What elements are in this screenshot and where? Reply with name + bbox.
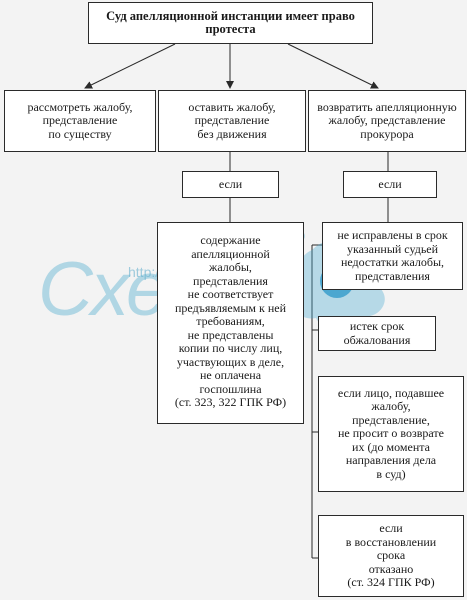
- conditions-left-box: содержание апелляционной жалобы, предста…: [157, 222, 304, 424]
- condition-line: в суд): [376, 466, 406, 481]
- diagram-title-box: Суд апелляционной инстанции имеет право …: [88, 2, 373, 44]
- condition-line: копии по числу лиц,: [178, 341, 283, 355]
- option-line: возвратить апелляционную: [317, 99, 457, 114]
- condition-line: требованиям,: [196, 314, 265, 328]
- if-label: если: [378, 176, 402, 191]
- condition-line: отказано: [368, 561, 414, 576]
- condition-line: их (до момента: [352, 439, 430, 454]
- condition-line: (ст. 324 ГПК РФ): [347, 575, 435, 590]
- condition-line: недостатки жалобы,: [340, 255, 445, 269]
- condition-line: представления: [193, 273, 268, 288]
- option-line: прокурора: [360, 126, 414, 141]
- condition-defects-not-fixed: не исправлены в срок указанный судьей не…: [322, 222, 463, 290]
- condition-line: если лицо, подавшее: [337, 385, 445, 400]
- if-box-right: если: [343, 171, 437, 198]
- option-line: оставить жалобу,: [188, 99, 276, 114]
- option-line: жалобу, представление: [328, 113, 446, 128]
- condition-no-return-request: если лицо, подавшее жалобу, представлени…: [318, 376, 464, 492]
- condition-line: если: [379, 521, 403, 536]
- condition-restoration-denied: если в восстановлении срока отказано (ст…: [318, 515, 464, 597]
- condition-term-expired: истек срок обжалования: [318, 316, 436, 351]
- condition-line: представления: [355, 268, 430, 283]
- option-line: без движения: [197, 126, 267, 141]
- condition-line: в восстановлении: [345, 534, 437, 549]
- condition-line: не представлены: [187, 327, 274, 342]
- condition-line: апелляционной: [191, 246, 270, 261]
- condition-line: жалобы,: [209, 260, 252, 274]
- option-consider-on-merits: рассмотреть жалобу, представление по сущ…: [4, 90, 156, 152]
- title-line: протеста: [205, 22, 256, 36]
- condition-line: срока: [376, 548, 406, 563]
- condition-line: указанный судьей: [346, 241, 439, 256]
- option-line: представление: [42, 113, 118, 128]
- title-line: Суд апелляционной инстанции имеет право: [106, 8, 355, 23]
- option-leave-without-motion: оставить жалобу, представление без движе…: [158, 90, 306, 152]
- option-line: рассмотреть жалобу,: [27, 99, 133, 114]
- condition-line: не исправлены в срок: [337, 228, 448, 242]
- arrow-to-right-option: [287, 43, 379, 89]
- option-line: представление: [194, 113, 270, 128]
- condition-line: содержание: [200, 233, 261, 247]
- if-box-left: если: [182, 171, 279, 198]
- condition-line: не соответствует: [187, 287, 274, 301]
- condition-line: направления дела: [345, 453, 437, 468]
- if-label: если: [218, 176, 243, 191]
- arrow-to-left-option: [84, 43, 176, 89]
- condition-line: не просит о возврате: [337, 426, 445, 441]
- condition-line: жалобу,: [371, 399, 411, 414]
- condition-line: обжалования: [343, 332, 411, 347]
- option-line: по существу: [48, 126, 112, 141]
- condition-line: участвующих в деле,: [176, 354, 285, 369]
- condition-line: не оплачена: [199, 368, 262, 382]
- option-return-appeal: возвратить апелляционную жалобу, предста…: [308, 90, 466, 152]
- condition-line: представление,: [352, 412, 430, 427]
- condition-line: истек срок: [349, 319, 405, 333]
- condition-line: госпошлина: [199, 381, 262, 396]
- condition-line: предъявляемым к ней: [174, 300, 286, 315]
- condition-line: (ст. 323, 322 ГПК РФ): [174, 395, 287, 409]
